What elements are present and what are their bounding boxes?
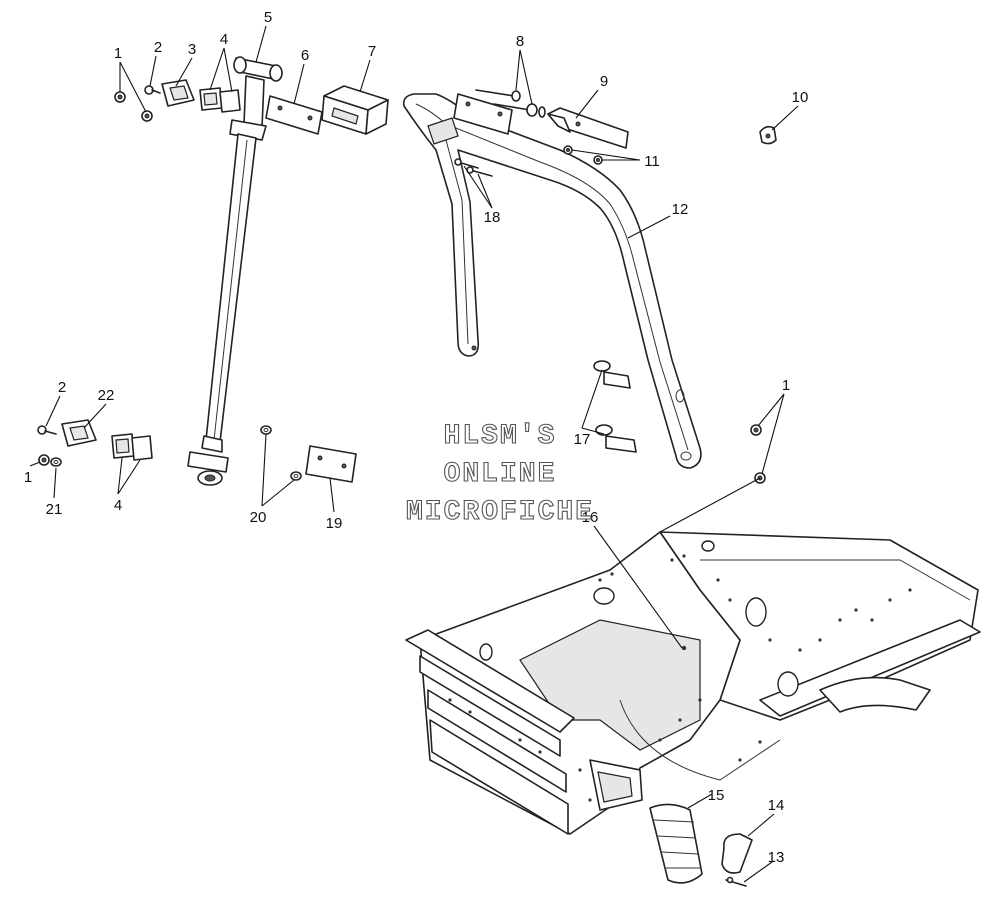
callout-19: 19 (326, 515, 343, 532)
nut-part-lower (38, 454, 50, 466)
nut-part-upper (114, 91, 153, 122)
watermark: HLSM'S ONLINE MICROFICHE (405, 420, 594, 528)
screw-part-13 (725, 876, 747, 887)
clamp-part-3 (161, 79, 195, 107)
callout-4-lower: 4 (114, 497, 122, 514)
callout-14: 14 (768, 797, 785, 814)
handlebar-hoop-part (402, 93, 702, 469)
callout-18: 18 (484, 209, 501, 226)
plate-part-19 (305, 445, 357, 483)
callout-11: 11 (644, 153, 660, 170)
leader-lines (29, 25, 799, 883)
clip-part-10 (759, 125, 777, 145)
callout-7: 7 (368, 43, 376, 60)
callout-1-lower: 1 (24, 469, 32, 486)
callout-9: 9 (600, 73, 608, 90)
callout-4-upper: 4 (220, 31, 228, 48)
bolt-part-8 (475, 89, 546, 118)
bolt-part-lower (37, 425, 57, 435)
washer-part-21 (50, 457, 62, 467)
callout-10: 10 (792, 89, 809, 106)
watermark-line-2: ONLINE (444, 459, 557, 490)
boot-part-15 (649, 803, 703, 884)
callout-20: 20 (250, 509, 267, 526)
callout-13: 13 (768, 849, 785, 866)
callout-22: 22 (98, 387, 115, 404)
clamp-part-22 (61, 419, 97, 447)
clamp-part-14 (721, 833, 753, 874)
callout-1-upper: 1 (114, 45, 122, 62)
callout-labels: 1 2 3 4 5 6 7 8 9 10 11 12 18 1 2 22 17 … (24, 9, 809, 866)
steering-post-part (187, 56, 283, 486)
watermark-line-1: HLSM'S (444, 421, 557, 452)
callout-1-right: 1 (782, 377, 790, 394)
block-part-7 (321, 85, 389, 135)
bracket-part-9 (547, 107, 629, 149)
callout-15: 15 (708, 787, 725, 804)
bolt-part-upper (144, 85, 161, 95)
callout-12: 12 (672, 201, 689, 218)
callout-16: 16 (582, 509, 599, 526)
chassis-frame-part (405, 531, 981, 835)
bolt-part-18 (454, 158, 493, 177)
nut-part-right (750, 424, 766, 484)
bushing-part-4-lower (111, 433, 153, 461)
callout-5: 5 (264, 9, 272, 26)
callout-3: 3 (188, 41, 196, 58)
callout-2-upper: 2 (154, 39, 162, 56)
callout-2-lower: 2 (58, 379, 66, 396)
callout-17: 17 (574, 431, 591, 448)
plate-part-6 (265, 95, 323, 135)
washer-part-20 (260, 425, 302, 481)
bolt-part-17 (593, 360, 637, 453)
callout-6: 6 (301, 47, 309, 64)
callout-8: 8 (516, 33, 524, 50)
watermark-line-3: MICROFICHE (406, 497, 594, 528)
bushing-part-4-upper (199, 87, 241, 113)
callout-21: 21 (46, 501, 63, 518)
